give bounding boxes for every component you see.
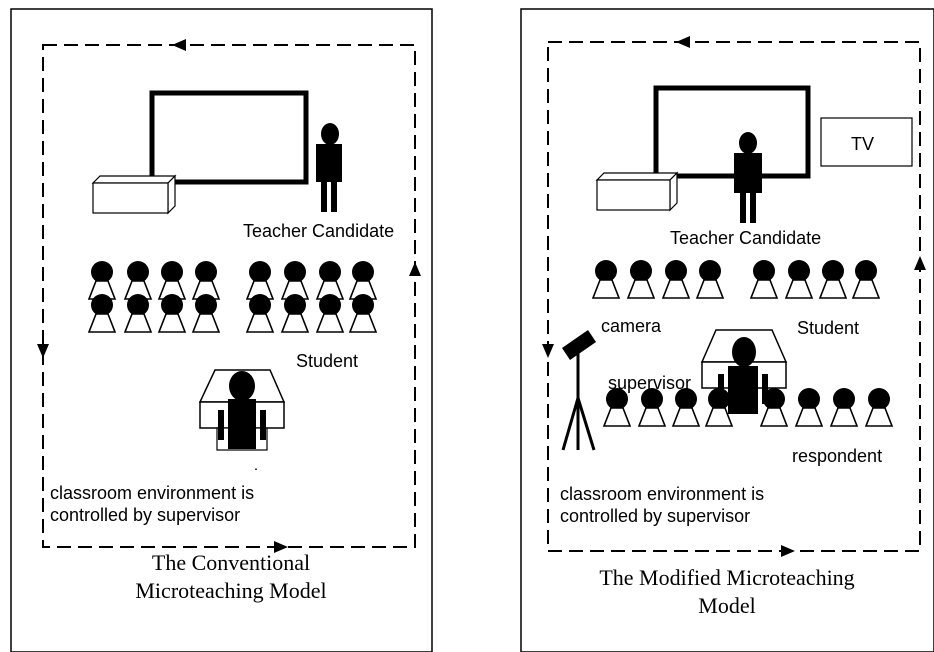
right-tv-box — [820, 117, 913, 167]
left-note-line1: classroom environment is — [50, 483, 254, 503]
right-loop-arrow-bottom — [781, 545, 795, 557]
left-caption-line2: Microteaching Model — [135, 578, 326, 603]
right-student-label: Student — [797, 318, 859, 338]
right-panel-frame — [520, 8, 934, 652]
left-students-group-a — [88, 260, 220, 333]
right-caption-line2: Model — [698, 593, 755, 618]
right-supervisor-label: supervisor — [608, 373, 691, 393]
right-loop-arrow-top — [676, 36, 690, 48]
left-caption-line1: The Conventional — [152, 550, 310, 575]
right-students-group-b — [750, 259, 880, 299]
left-loop-arrow-right — [409, 262, 421, 276]
camera-icon — [561, 330, 596, 451]
right-panel: TV Teacher Candidate camera Student — [520, 8, 934, 652]
right-whiteboard — [653, 85, 811, 179]
right-teacher-figure — [734, 132, 762, 223]
left-students-group-b — [246, 260, 377, 333]
right-note-line2: controlled by supervisor — [560, 506, 750, 526]
left-teacher-label: Teacher Candidate — [243, 221, 394, 241]
left-loop-arrow-left — [37, 344, 49, 358]
left-loop-dashed-border — [42, 44, 416, 548]
left-whiteboard — [149, 90, 309, 185]
right-tv-label: TV — [851, 134, 874, 154]
left-note-mask — [46, 470, 306, 528]
left-supervisor-desk — [198, 369, 286, 451]
right-supervisor-desk — [700, 329, 788, 414]
left-panel: Teacher Candidate Student supervisor — [10, 8, 433, 652]
left-teacher-figure — [316, 123, 342, 212]
right-loop-arrow-right — [914, 256, 926, 270]
left-note-line2: controlled by supervisor — [50, 505, 240, 525]
right-students-group-a — [592, 259, 724, 299]
left-teacher-desk — [91, 174, 177, 215]
left-student-label: Student — [296, 351, 358, 371]
right-loop-arrow-left — [542, 344, 554, 358]
right-note-line1: classroom environment is — [560, 484, 764, 504]
right-camera-label: camera — [601, 316, 662, 336]
left-panel-frame — [10, 8, 433, 652]
right-respondent-label: respondent — [792, 446, 882, 466]
right-caption-line1: The Modified Microteaching — [599, 565, 854, 590]
right-teacher-desk — [595, 171, 679, 212]
left-loop-arrow-bottom — [274, 541, 288, 553]
left-loop-arrow-top — [172, 39, 186, 51]
right-teacher-label: Teacher Candidate — [670, 228, 821, 248]
